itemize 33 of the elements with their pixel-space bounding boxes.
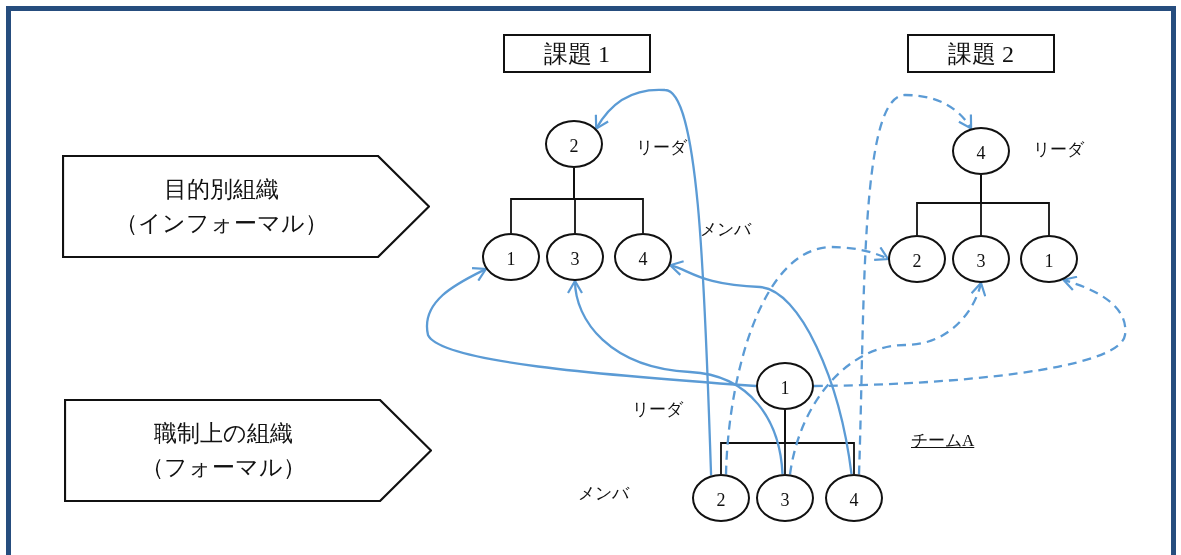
assignment-arrow: [857, 93, 973, 475]
person-circle: 1: [756, 362, 814, 410]
person-circle: 4: [952, 127, 1010, 175]
assignment-arrow: [814, 275, 1127, 388]
person-circle: 4: [825, 474, 883, 522]
person-circle: 2: [545, 120, 603, 168]
person-circle: 1: [1020, 235, 1078, 283]
task-box: 課題 2: [907, 34, 1055, 73]
role-label: リーダ: [632, 399, 683, 421]
person-circle: 3: [546, 233, 604, 281]
person-circle: 2: [888, 235, 946, 283]
role-label: リーダ: [636, 137, 687, 159]
assignment-arrow: [425, 267, 757, 388]
assignment-arrow: [669, 260, 853, 475]
assignment-arrow: [788, 281, 986, 475]
person-circle: 3: [952, 235, 1010, 283]
task-box: 課題 1: [503, 34, 651, 73]
org-chart-line: [573, 167, 644, 234]
org-chart-line: [784, 409, 855, 475]
person-circle: 2: [692, 474, 750, 522]
person-circle: 1: [482, 233, 540, 281]
role-label: メンバ: [578, 483, 629, 505]
pentagon-arrow: 職制上の組織（フォーマル）: [64, 399, 432, 502]
person-circle: 4: [614, 233, 672, 281]
role-label: メンバ: [700, 219, 751, 241]
pentagon-arrow: 目的別組織（インフォーマル）: [62, 155, 430, 258]
assignment-arrow: [595, 88, 713, 476]
team-label: チームA: [911, 430, 975, 452]
assignment-arrow: [724, 245, 890, 475]
role-label: リーダ: [1033, 139, 1084, 161]
org-chart-line: [980, 174, 1050, 236]
person-circle: 3: [756, 474, 814, 522]
assignment-arrow: [567, 279, 784, 475]
